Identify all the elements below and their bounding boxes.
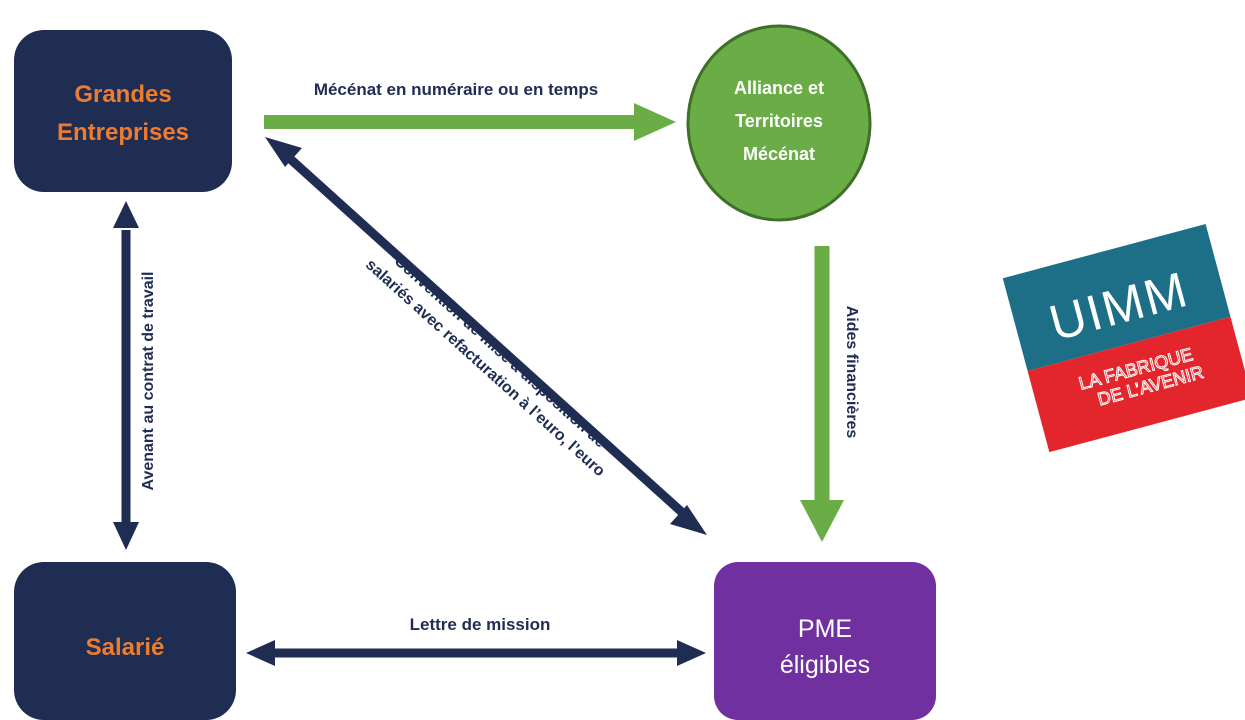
alliance-line2: Territoires (735, 111, 823, 131)
edge-aides-financieres: Aides financières (800, 246, 860, 542)
lettre-arrow-head-right (677, 640, 706, 666)
node-alliance-territoires: Alliance et Territoires Mécénat (686, 24, 872, 222)
node-salarie: Salarié (14, 562, 236, 720)
grandes-entreprises-line1: Grandes (74, 81, 171, 108)
pme-line2: éligibles (780, 651, 870, 679)
node-grandes-entreprises: Grandes Entreprises (14, 30, 232, 192)
edge-mecenat: Mécénat en numéraire ou en temps (264, 80, 676, 141)
edge-lettre-de-mission: Lettre de mission (246, 615, 706, 666)
node-pme-eligibles: PME éligibles (714, 562, 936, 720)
edge-convention: Convention de mise à disposition de sala… (265, 137, 707, 535)
pme-line1: PME (798, 615, 852, 643)
uimm-logo: UIMM LA FABRIQUE DE L’AVENIR (1002, 223, 1245, 453)
mecenat-arrow-head (634, 103, 676, 141)
edge-avenant: Avenant au contrat de travail (113, 201, 157, 550)
alliance-line3: Mécénat (743, 144, 815, 164)
aides-label: Aides financières (843, 306, 860, 439)
mecenat-label: Mécénat en numéraire ou en temps (314, 80, 598, 99)
alliance-line1: Alliance et (734, 78, 824, 98)
lettre-arrow-head-left (246, 640, 275, 666)
convention-arrow-head-bottom (670, 505, 707, 535)
salarie-label: Salarié (86, 634, 165, 661)
avenant-arrow-head-bottom (113, 522, 139, 550)
convention-arrow-shaft (283, 152, 689, 519)
avenant-arrow-head-top (113, 201, 139, 228)
grandes-entreprises-line2: Entreprises (57, 119, 189, 146)
lettre-label: Lettre de mission (410, 615, 551, 634)
uimm-logo-top (1002, 223, 1231, 372)
convention-label-line2: salariés avec refacturation à l’euro, l’… (362, 256, 608, 480)
avenant-label: Avenant au contrat de travail (140, 271, 157, 490)
convention-arrow-head-top (265, 137, 302, 167)
aides-arrow-head (800, 500, 844, 542)
uimm-logo-bottom (1027, 316, 1245, 453)
convention-label-line1: Convention de mise à disposition de (391, 252, 609, 451)
